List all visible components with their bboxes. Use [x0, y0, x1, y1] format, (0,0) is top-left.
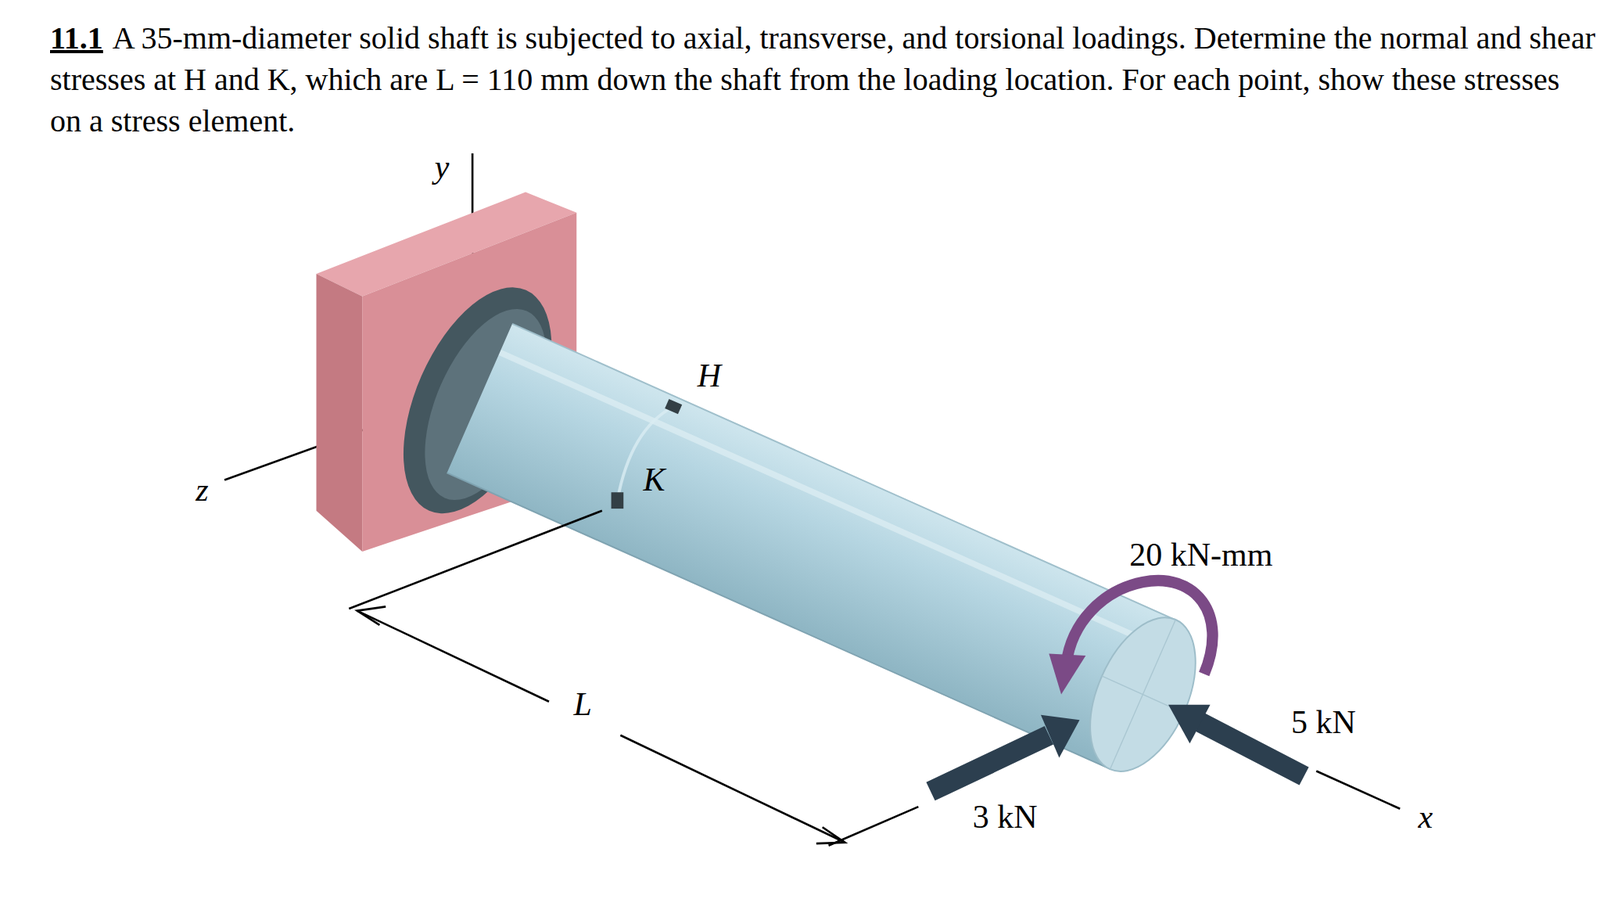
point-label: H: [697, 358, 722, 392]
dimension-label: L: [573, 687, 592, 721]
point-k: [611, 491, 625, 509]
axis-label: x: [1418, 800, 1434, 833]
point-label: K: [642, 462, 665, 496]
axis-label: y: [434, 150, 450, 183]
axial-arrow: [1195, 719, 1304, 776]
load-label: 5 kN: [1291, 705, 1357, 739]
wall-side: [316, 273, 363, 552]
point-h: [664, 398, 682, 414]
axis-label: z: [195, 473, 209, 506]
problem-number: 11.1: [50, 20, 104, 56]
x-axis: [1316, 770, 1400, 808]
force-arrow: [930, 735, 1049, 792]
problem-text: A 35-mm-diameter solid shaft is subjecte…: [50, 20, 1596, 139]
torque-arrow: [1066, 580, 1213, 674]
load-label: 3 kN: [972, 800, 1038, 833]
problem-statement: 11.1A 35-mm-diameter solid shaft is subj…: [50, 17, 1599, 142]
shaft-body: [447, 323, 1177, 769]
shaft-end: [1069, 601, 1217, 787]
dimension-line: [357, 610, 549, 702]
load-label: 20 kN-mm: [1129, 538, 1273, 571]
